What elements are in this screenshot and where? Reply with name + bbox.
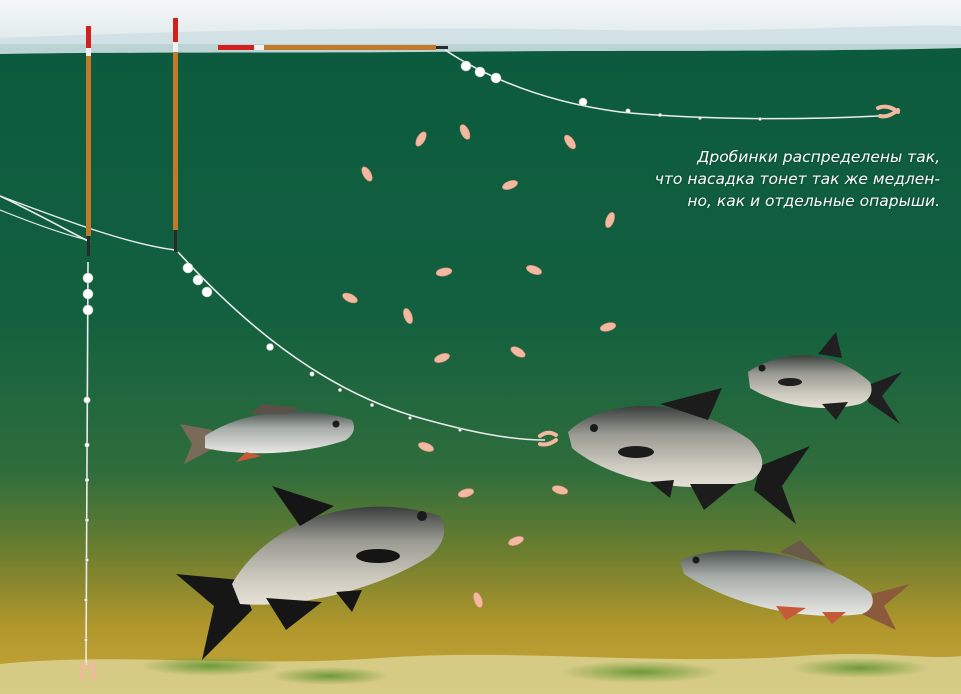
caption-line-2: что насадка тонет так же медлен- — [640, 168, 940, 190]
diagram-caption: Дробинки распределены так, что насадка т… — [640, 146, 940, 212]
float-icon — [86, 26, 91, 256]
float-icon — [218, 45, 448, 50]
float-icon — [173, 18, 178, 252]
lake-bottom — [0, 654, 961, 694]
caption-line-1: Дробинки распределены так, — [640, 146, 940, 168]
caption-line-3: но, как и отдельные опарыши. — [640, 190, 940, 212]
